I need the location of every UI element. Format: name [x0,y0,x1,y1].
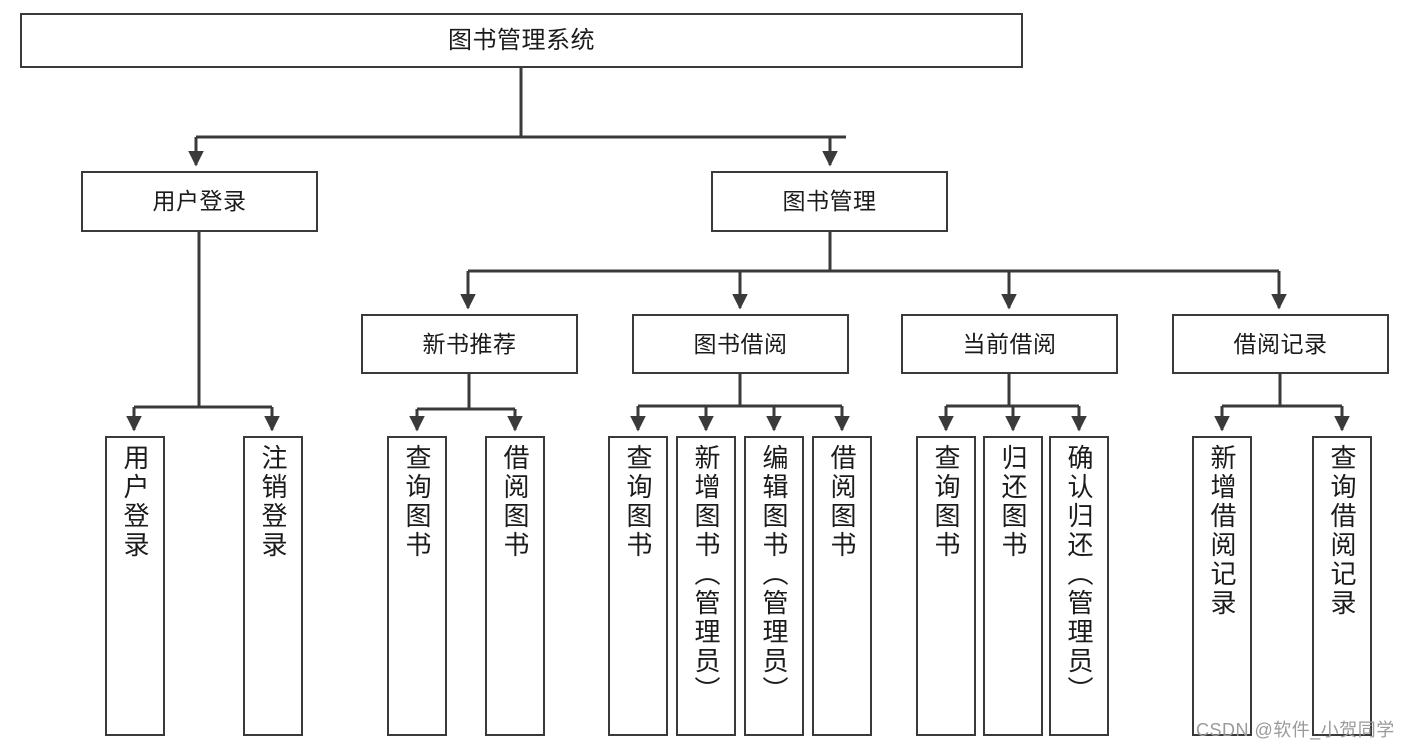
node-book-manage-label: 图书管理 [782,188,877,215]
node-current-borrow[interactable]: 当前借阅 [901,314,1118,374]
node-leaf-logout[interactable]: 注销登录 [243,436,303,736]
node-leaf-query-book-1-label: 查询图书 [402,444,432,560]
node-borrow-record-label: 借阅记录 [1233,330,1328,357]
node-user-login-label: 用户登录 [152,188,247,215]
node-book-borrow-label: 图书借阅 [693,330,788,357]
node-leaf-edit-book[interactable]: 编辑图书（管理员） [744,436,804,736]
node-leaf-query-record[interactable]: 查询借阅记录 [1312,436,1372,736]
node-leaf-query-book-1[interactable]: 查询图书 [387,436,447,736]
node-new-book-rec[interactable]: 新书推荐 [361,314,578,374]
node-leaf-edit-book-label: 编辑图书（管理员） [759,444,789,705]
node-leaf-query-book-3[interactable]: 查询图书 [916,436,976,736]
node-root-label: 图书管理系统 [448,26,595,54]
node-leaf-borrow-book-2[interactable]: 借阅图书 [812,436,872,736]
node-book-manage[interactable]: 图书管理 [711,171,948,232]
node-leaf-return-book-label: 归还图书 [998,444,1028,560]
node-borrow-record[interactable]: 借阅记录 [1172,314,1389,374]
node-leaf-borrow-book-2-label: 借阅图书 [827,444,857,560]
node-leaf-add-book[interactable]: 新增图书（管理员） [676,436,736,736]
node-leaf-query-book-3-label: 查询图书 [931,444,961,560]
node-leaf-add-book-label: 新增图书（管理员） [691,444,721,705]
node-user-login[interactable]: 用户登录 [81,171,318,232]
node-leaf-logout-label: 注销登录 [258,444,288,560]
node-leaf-confirm-return-label: 确认归还（管理员） [1064,444,1094,705]
node-leaf-confirm-return[interactable]: 确认归还（管理员） [1049,436,1109,736]
node-root[interactable]: 图书管理系统 [20,13,1023,68]
node-current-borrow-label: 当前借阅 [962,330,1057,357]
node-book-borrow[interactable]: 图书借阅 [632,314,849,374]
node-leaf-query-book-2[interactable]: 查询图书 [608,436,668,736]
node-leaf-query-book-2-label: 查询图书 [623,444,653,560]
node-leaf-user-login[interactable]: 用户登录 [105,436,165,736]
node-new-book-rec-label: 新书推荐 [422,330,517,357]
node-leaf-return-book[interactable]: 归还图书 [983,436,1043,736]
node-leaf-borrow-book-1[interactable]: 借阅图书 [485,436,545,736]
node-leaf-add-record[interactable]: 新增借阅记录 [1192,436,1252,736]
node-leaf-add-record-label: 新增借阅记录 [1207,444,1237,618]
node-leaf-query-record-label: 查询借阅记录 [1327,444,1357,618]
node-leaf-user-login-label: 用户登录 [120,444,150,560]
watermark: CSDN @软件_小贺同学 [1196,720,1395,740]
node-leaf-borrow-book-1-label: 借阅图书 [500,444,530,560]
